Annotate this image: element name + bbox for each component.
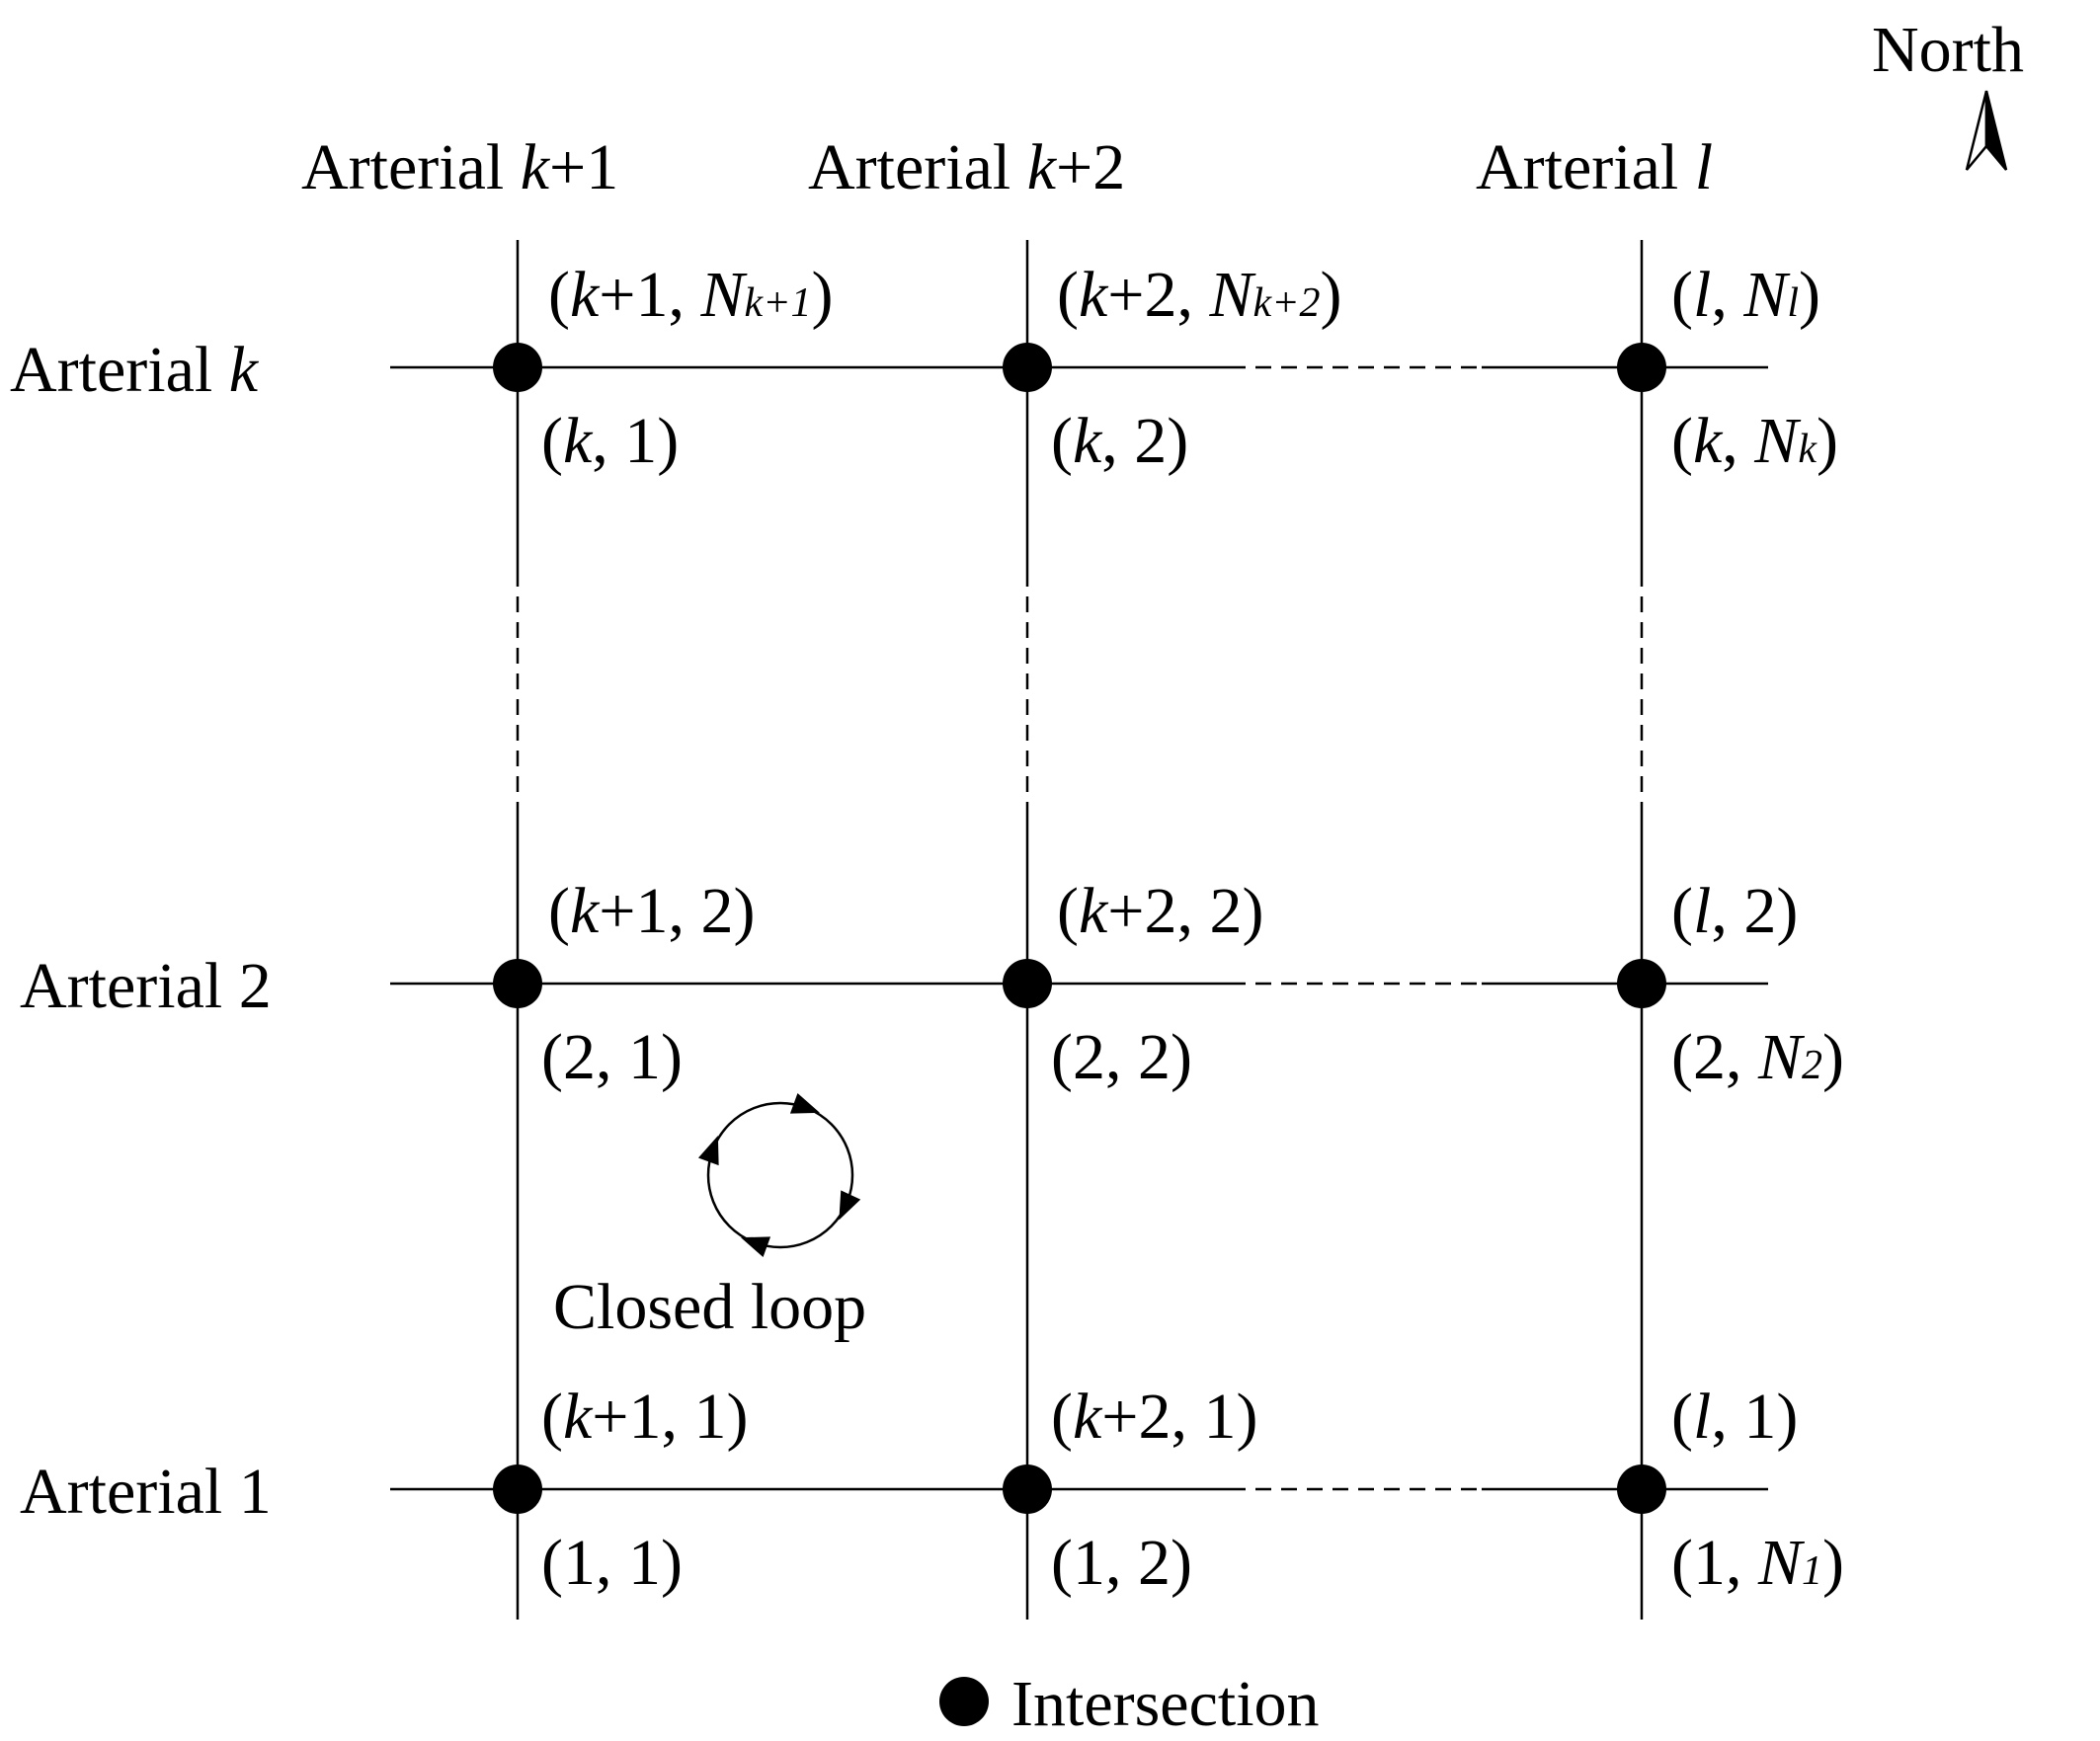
arterial-l-label: Arterial l	[1476, 131, 1713, 203]
node-label: (k, 1)	[541, 405, 679, 477]
closed-loop-label: Closed loop	[553, 1271, 866, 1343]
intersection-node	[493, 343, 542, 392]
node-label: (k+2, 1)	[1051, 1381, 1257, 1453]
node-label: (k+1, Nk+1)	[548, 259, 834, 331]
loop-arrowhead-icon	[740, 1236, 771, 1258]
arterial-2-label: Arterial 2	[20, 950, 272, 1022]
intersection-node	[493, 1464, 542, 1514]
node-label: (k, 2)	[1051, 405, 1188, 477]
node-label: (k, Nk)	[1671, 405, 1838, 477]
node-label: (l, 2)	[1671, 875, 1798, 947]
node-label: (l, Nl)	[1671, 259, 1820, 331]
closed-loop-icon	[697, 1092, 861, 1258]
loop-arrowhead-icon	[789, 1092, 821, 1114]
legend-intersection-icon	[939, 1677, 989, 1726]
loop-arrowhead-icon	[839, 1190, 861, 1221]
arterial-k-plus-2-label: Arterial k+2	[808, 131, 1125, 203]
node-labels-row-1: (k+1, 1) (k+2, 1) (l, 1) (1, 1) (1, 2) (…	[541, 1381, 1844, 1599]
horizontal-arterial-labels: Arterial k Arterial 2 Arterial 1	[10, 334, 272, 1528]
intersection-node	[1003, 959, 1052, 1008]
node-label: (1, 1)	[541, 1527, 683, 1599]
intersection-node	[493, 959, 542, 1008]
intersection-node	[1617, 959, 1666, 1008]
north-label: North	[1872, 14, 2024, 86]
arterial-1-label: Arterial 1	[20, 1456, 272, 1528]
intersection-node	[1617, 1464, 1666, 1514]
intersection-node	[1003, 1464, 1052, 1514]
node-label: (2, 1)	[541, 1021, 683, 1093]
node-label: (l, 1)	[1671, 1381, 1798, 1453]
legend: Intersection	[939, 1668, 1320, 1740]
node-label: (1, 2)	[1051, 1527, 1192, 1599]
node-label: (k+2, 2)	[1057, 875, 1263, 947]
node-label: (k+1, 1)	[541, 1381, 748, 1453]
node-label: (2, 2)	[1051, 1021, 1192, 1093]
north-arrow-icon	[1965, 90, 2008, 171]
loop-arrowhead-icon	[697, 1135, 719, 1166]
legend-intersection-label: Intersection	[1011, 1668, 1320, 1740]
node-label: (k+2, Nk+2)	[1057, 259, 1342, 331]
intersection-node	[1617, 343, 1666, 392]
vertical-arterial-labels: Arterial k+1 Arterial k+2 Arterial l	[301, 131, 1713, 203]
arterial-k-label: Arterial k	[10, 334, 260, 406]
intersection-nodes	[493, 343, 1666, 1514]
intersection-node	[1003, 343, 1052, 392]
node-label: (k+1, 2)	[548, 875, 755, 947]
node-label: (2, N2)	[1671, 1021, 1844, 1093]
node-label: (1, N1)	[1671, 1527, 1844, 1599]
node-labels-row-2: (k+1, 2) (k+2, 2) (l, 2) (2, 1) (2, 2) (…	[541, 875, 1844, 1093]
north-compass: North	[1872, 14, 2024, 171]
node-labels-row-k: (k+1, Nk+1) (k+2, Nk+2) (l, Nl) (k, 1) (…	[541, 259, 1838, 477]
arterial-k-plus-1-label: Arterial k+1	[301, 131, 618, 203]
